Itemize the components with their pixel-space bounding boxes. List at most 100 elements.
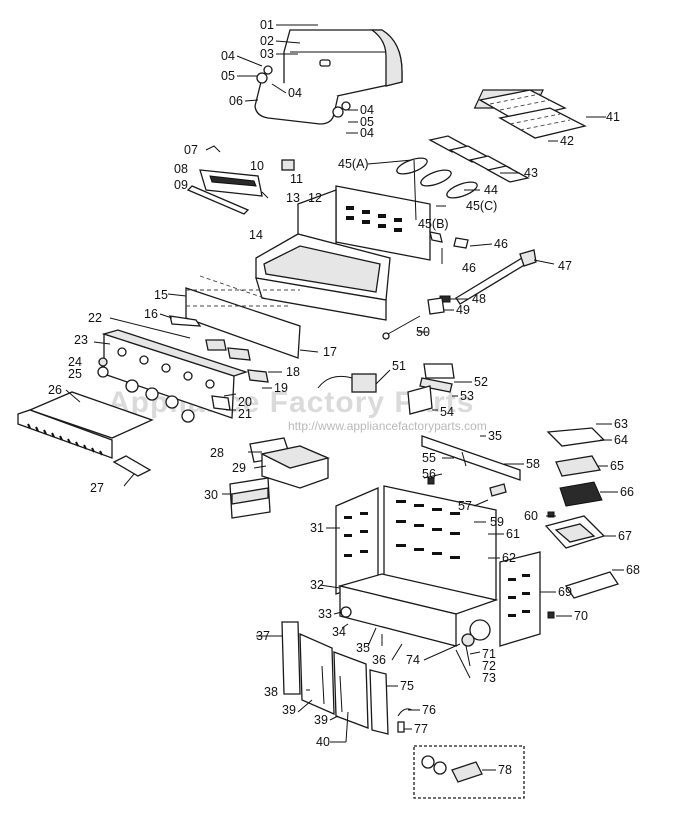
part-label-66: 66 xyxy=(620,485,634,499)
part-label-45a: 45(A) xyxy=(338,157,369,171)
part-label-14: 14 xyxy=(249,228,263,242)
part-label-42: 42 xyxy=(560,134,574,148)
part-label-19: 19 xyxy=(274,381,288,395)
regulator-box xyxy=(413,745,525,799)
part-label-13: 13 xyxy=(286,191,300,205)
part-label-48: 48 xyxy=(472,292,486,306)
part-label-56: 56 xyxy=(422,467,436,481)
part-label-45c: 45(C) xyxy=(466,199,497,213)
part-label-07: 07 xyxy=(184,143,198,157)
part-label-46a: 46 xyxy=(494,237,508,251)
part-label-51: 51 xyxy=(392,359,406,373)
firebox xyxy=(255,185,431,321)
part-label-62: 62 xyxy=(502,551,516,565)
part-label-35a: 35 xyxy=(488,429,502,443)
part-label-53: 53 xyxy=(460,389,474,403)
part-label-74: 74 xyxy=(406,653,420,667)
cooking-grids xyxy=(473,89,587,139)
part-label-55: 55 xyxy=(422,451,436,465)
part-label-24: 24 xyxy=(68,355,82,369)
small-hardware xyxy=(397,708,413,733)
part-label-50: 50 xyxy=(416,325,430,339)
part-label-58: 58 xyxy=(526,457,540,471)
part-label-25: 25 xyxy=(68,367,82,381)
part-label-40: 40 xyxy=(316,735,330,749)
part-label-29: 29 xyxy=(232,461,246,475)
part-label-33: 33 xyxy=(318,607,332,621)
part-label-10: 10 xyxy=(250,159,264,173)
part-label-47: 47 xyxy=(558,259,572,273)
part-label-52: 52 xyxy=(474,375,488,389)
part-label-38: 38 xyxy=(264,685,278,699)
part-label-11: 11 xyxy=(290,172,303,186)
part-label-43: 43 xyxy=(524,166,538,180)
part-label-21: 21 xyxy=(238,407,252,421)
part-label-76: 76 xyxy=(422,703,436,717)
part-label-30: 30 xyxy=(204,488,218,502)
part-label-70: 70 xyxy=(574,609,588,623)
part-label-31: 31 xyxy=(310,521,324,535)
part-label-75: 75 xyxy=(400,679,414,693)
part-label-15: 15 xyxy=(154,288,168,302)
power-module xyxy=(317,363,455,415)
part-label-04d: 04 xyxy=(360,126,374,140)
part-label-46b: 46 xyxy=(462,261,476,275)
part-label-02: 02 xyxy=(260,34,274,48)
part-label-09: 09 xyxy=(174,178,188,192)
part-label-57: 57 xyxy=(458,499,472,513)
cart-body xyxy=(335,485,555,647)
knobs-and-tray xyxy=(17,357,195,477)
part-label-39b: 39 xyxy=(314,713,328,727)
part-label-18: 18 xyxy=(286,365,300,379)
part-label-17: 17 xyxy=(323,345,337,359)
watermark-url: http://www.appliancefactoryparts.com xyxy=(288,419,487,433)
part-label-28: 28 xyxy=(210,446,224,460)
part-label-01: 01 xyxy=(260,18,274,32)
warming-rack-parts xyxy=(186,145,295,215)
part-label-41: 41 xyxy=(606,110,620,124)
part-label-04c: 04 xyxy=(360,103,374,117)
part-label-08: 08 xyxy=(174,162,188,176)
part-label-20: 20 xyxy=(238,395,252,409)
part-label-26: 26 xyxy=(48,383,62,397)
part-label-22: 22 xyxy=(88,311,102,325)
part-label-05b: 05 xyxy=(360,115,374,129)
part-label-39a: 39 xyxy=(282,703,296,717)
part-label-35b: 35 xyxy=(356,641,370,655)
leader-lines xyxy=(65,24,624,771)
part-label-68: 68 xyxy=(626,563,640,577)
part-label-44: 44 xyxy=(484,183,498,197)
part-label-71: 71 xyxy=(482,647,496,661)
rotisserie-items xyxy=(382,231,537,340)
part-label-73: 73 xyxy=(482,671,496,685)
manifold-valves xyxy=(101,275,301,419)
part-label-04b: 04 xyxy=(288,86,302,100)
part-label-63: 63 xyxy=(614,417,628,431)
part-label-72: 72 xyxy=(482,659,496,673)
part-label-49: 49 xyxy=(456,303,470,317)
part-label-27: 27 xyxy=(90,481,104,495)
part-label-54: 54 xyxy=(440,405,454,419)
part-label-67: 67 xyxy=(618,529,632,543)
part-number-labels: 01 02 03 04 05 04 06 04 05 04 07 08 09 1… xyxy=(48,18,640,777)
part-label-37: 37 xyxy=(256,629,270,643)
part-label-60: 60 xyxy=(524,509,538,523)
part-label-64: 64 xyxy=(614,433,628,447)
part-label-78: 78 xyxy=(498,763,512,777)
part-label-16: 16 xyxy=(144,307,158,321)
part-label-23: 23 xyxy=(74,333,88,347)
part-label-77: 77 xyxy=(414,722,428,736)
part-label-61: 61 xyxy=(506,527,520,541)
part-label-69: 69 xyxy=(558,585,572,599)
burner-cabinet-parts xyxy=(229,437,330,519)
part-label-05a: 05 xyxy=(221,69,235,83)
part-label-03: 03 xyxy=(260,47,274,61)
side-rail xyxy=(421,435,521,497)
flame-tamers xyxy=(396,135,530,199)
lid-assembly xyxy=(254,29,403,125)
part-label-65: 65 xyxy=(610,459,624,473)
part-label-32: 32 xyxy=(310,578,324,592)
part-label-59: 59 xyxy=(490,515,504,529)
part-label-06: 06 xyxy=(229,94,243,108)
